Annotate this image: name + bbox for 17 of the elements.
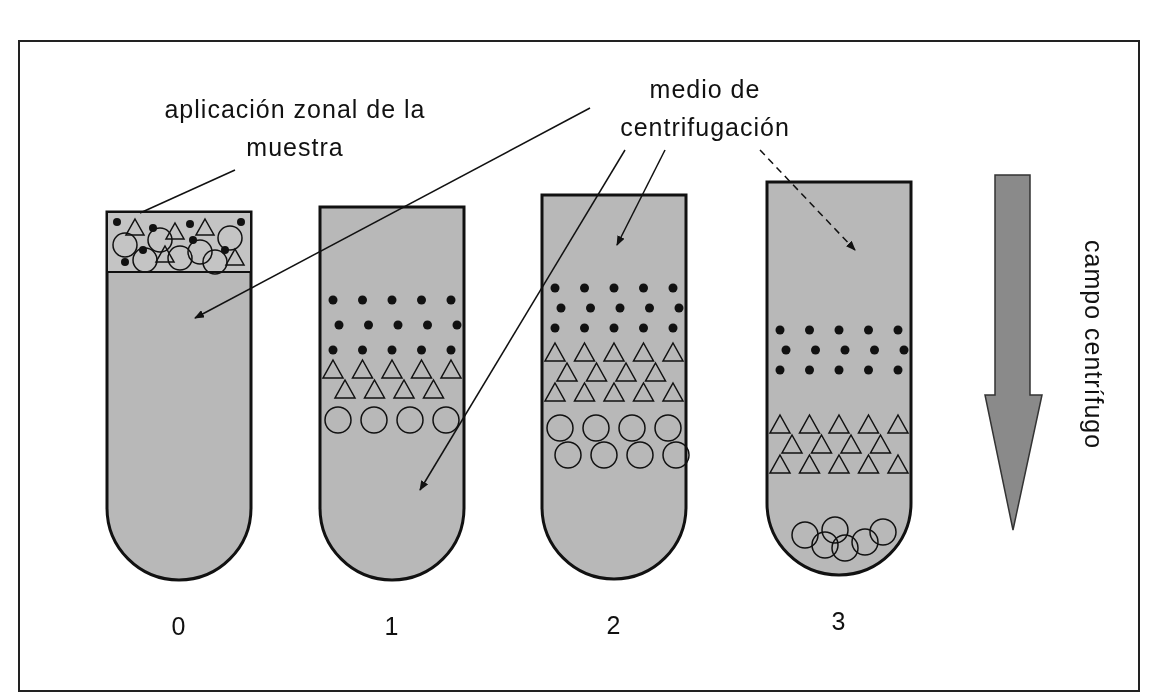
leader-arrow <box>759 149 856 251</box>
axis-label: campo centrífugo <box>1079 239 1109 452</box>
sample-band <box>105 210 253 272</box>
leader-arrow <box>419 149 626 491</box>
tube-number: 1 <box>383 611 401 642</box>
tube-number: 0 <box>170 611 188 642</box>
tube-number: 2 <box>605 610 623 641</box>
test-tube <box>765 180 913 577</box>
leader-arrow <box>616 149 666 246</box>
test-tube <box>318 205 466 582</box>
leader-line <box>139 169 236 214</box>
leader-arrow <box>194 107 591 319</box>
callout-text: aplicación zonal de la muestra <box>150 90 440 170</box>
test-tube <box>105 210 253 582</box>
tube-number: 3 <box>830 606 848 637</box>
callout-text: medio de centrifugación <box>580 70 830 150</box>
test-tube <box>540 193 688 581</box>
